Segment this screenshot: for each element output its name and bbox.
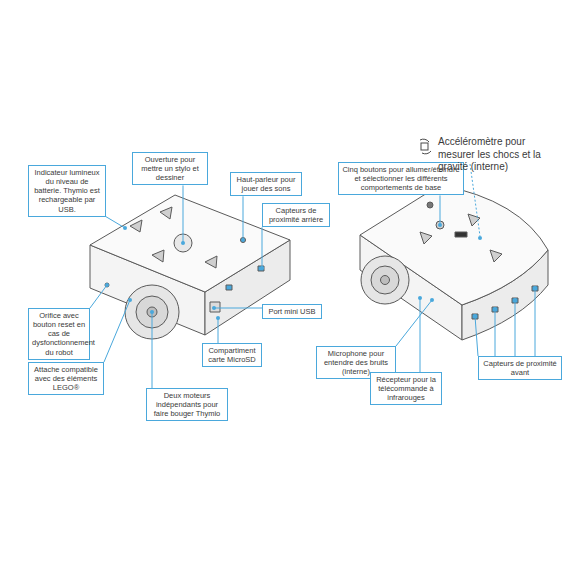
leader-line	[495, 309, 496, 356]
callout-text: Haut-parleur pour jouer des sons	[234, 175, 298, 193]
leader-line	[440, 195, 441, 225]
leader-dot	[418, 296, 422, 300]
leader-dot	[473, 314, 477, 318]
leader-dot	[105, 283, 109, 287]
leader-line	[90, 285, 107, 308]
callout-text: Indicateur lumineux du niveau de batteri…	[32, 168, 102, 214]
leader-line	[106, 217, 125, 228]
leader-dot	[241, 238, 245, 242]
leader-line	[104, 300, 130, 362]
leader-dot	[260, 266, 264, 270]
feature-label: Accéléromètre pour mesurer les chocs et …	[438, 136, 548, 174]
leader-dot	[181, 241, 185, 245]
leader-line	[214, 308, 262, 309]
leader-line	[243, 196, 244, 240]
leader-line	[535, 288, 536, 356]
callout-box: Port mini USB	[262, 304, 322, 319]
leader-dot	[123, 226, 127, 230]
callout-box: Orifice avec bouton reset en cas de dysf…	[28, 308, 90, 360]
leader-line	[262, 227, 263, 268]
callout-box: Capteurs de proximité arrière	[262, 203, 330, 227]
leader-dot	[438, 223, 442, 227]
leader-dot	[430, 298, 434, 302]
callout-box: Deux moteurs indépendants pour faire bou…	[146, 388, 228, 421]
callout-box: Haut-parleur pour jouer des sons	[230, 172, 302, 196]
callout-text: Compartiment carte MicroSD	[206, 346, 258, 364]
callout-text: Attache compatible avec des éléments LEG…	[32, 365, 100, 392]
leader-line	[152, 312, 153, 388]
leader-dot	[128, 298, 132, 302]
callout-box: Ouverture pour mettre un stylo et dessin…	[132, 152, 208, 185]
callout-box: Récepteur pour la télécommande à infraro…	[370, 372, 442, 405]
callout-text: Port mini USB	[266, 307, 318, 316]
callout-text: Deux moteurs indépendants pour faire bou…	[150, 391, 224, 418]
leader-dot	[493, 307, 497, 311]
leader-dot	[150, 310, 154, 314]
callout-box: Capteurs de proximité avant	[478, 356, 562, 380]
callout-text: Ouverture pour mettre un stylo et dessin…	[136, 155, 204, 182]
leader-dot	[533, 286, 537, 290]
callout-text: Capteurs de proximité arrière	[266, 206, 326, 224]
leader-line	[475, 316, 478, 356]
leader-line	[183, 185, 184, 243]
callout-box: Indicateur lumineux du niveau de batteri…	[28, 165, 106, 217]
callout-text: Capteurs de proximité avant	[482, 359, 558, 377]
callout-box: Attache compatible avec des éléments LEG…	[28, 362, 104, 395]
callout-text: Récepteur pour la télécommande à infraro…	[374, 375, 438, 402]
leader-line	[515, 300, 516, 356]
leader-line	[218, 318, 219, 343]
callout-box: Compartiment carte MicroSD	[202, 343, 262, 367]
leader-dot	[513, 298, 517, 302]
leader-dot	[216, 316, 220, 320]
leader-line	[420, 298, 421, 372]
leader-dot	[212, 306, 216, 310]
leader-line	[396, 300, 432, 346]
callout-text: Orifice avec bouton reset en cas de dysf…	[32, 311, 86, 357]
